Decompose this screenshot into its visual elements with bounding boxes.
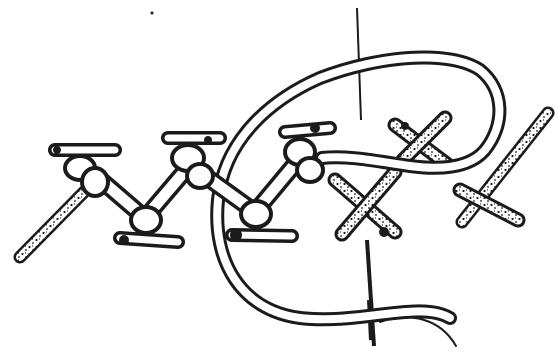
wrap-knot bbox=[131, 207, 161, 233]
wrap-knot bbox=[82, 168, 108, 196]
stitch-tail-left bbox=[20, 192, 84, 257]
wrap-knot bbox=[297, 158, 323, 182]
ink-speck bbox=[151, 12, 154, 15]
cross-stitch-1 bbox=[335, 172, 395, 234]
wrap-knot bbox=[187, 164, 213, 188]
wrap-knot bbox=[241, 201, 271, 227]
